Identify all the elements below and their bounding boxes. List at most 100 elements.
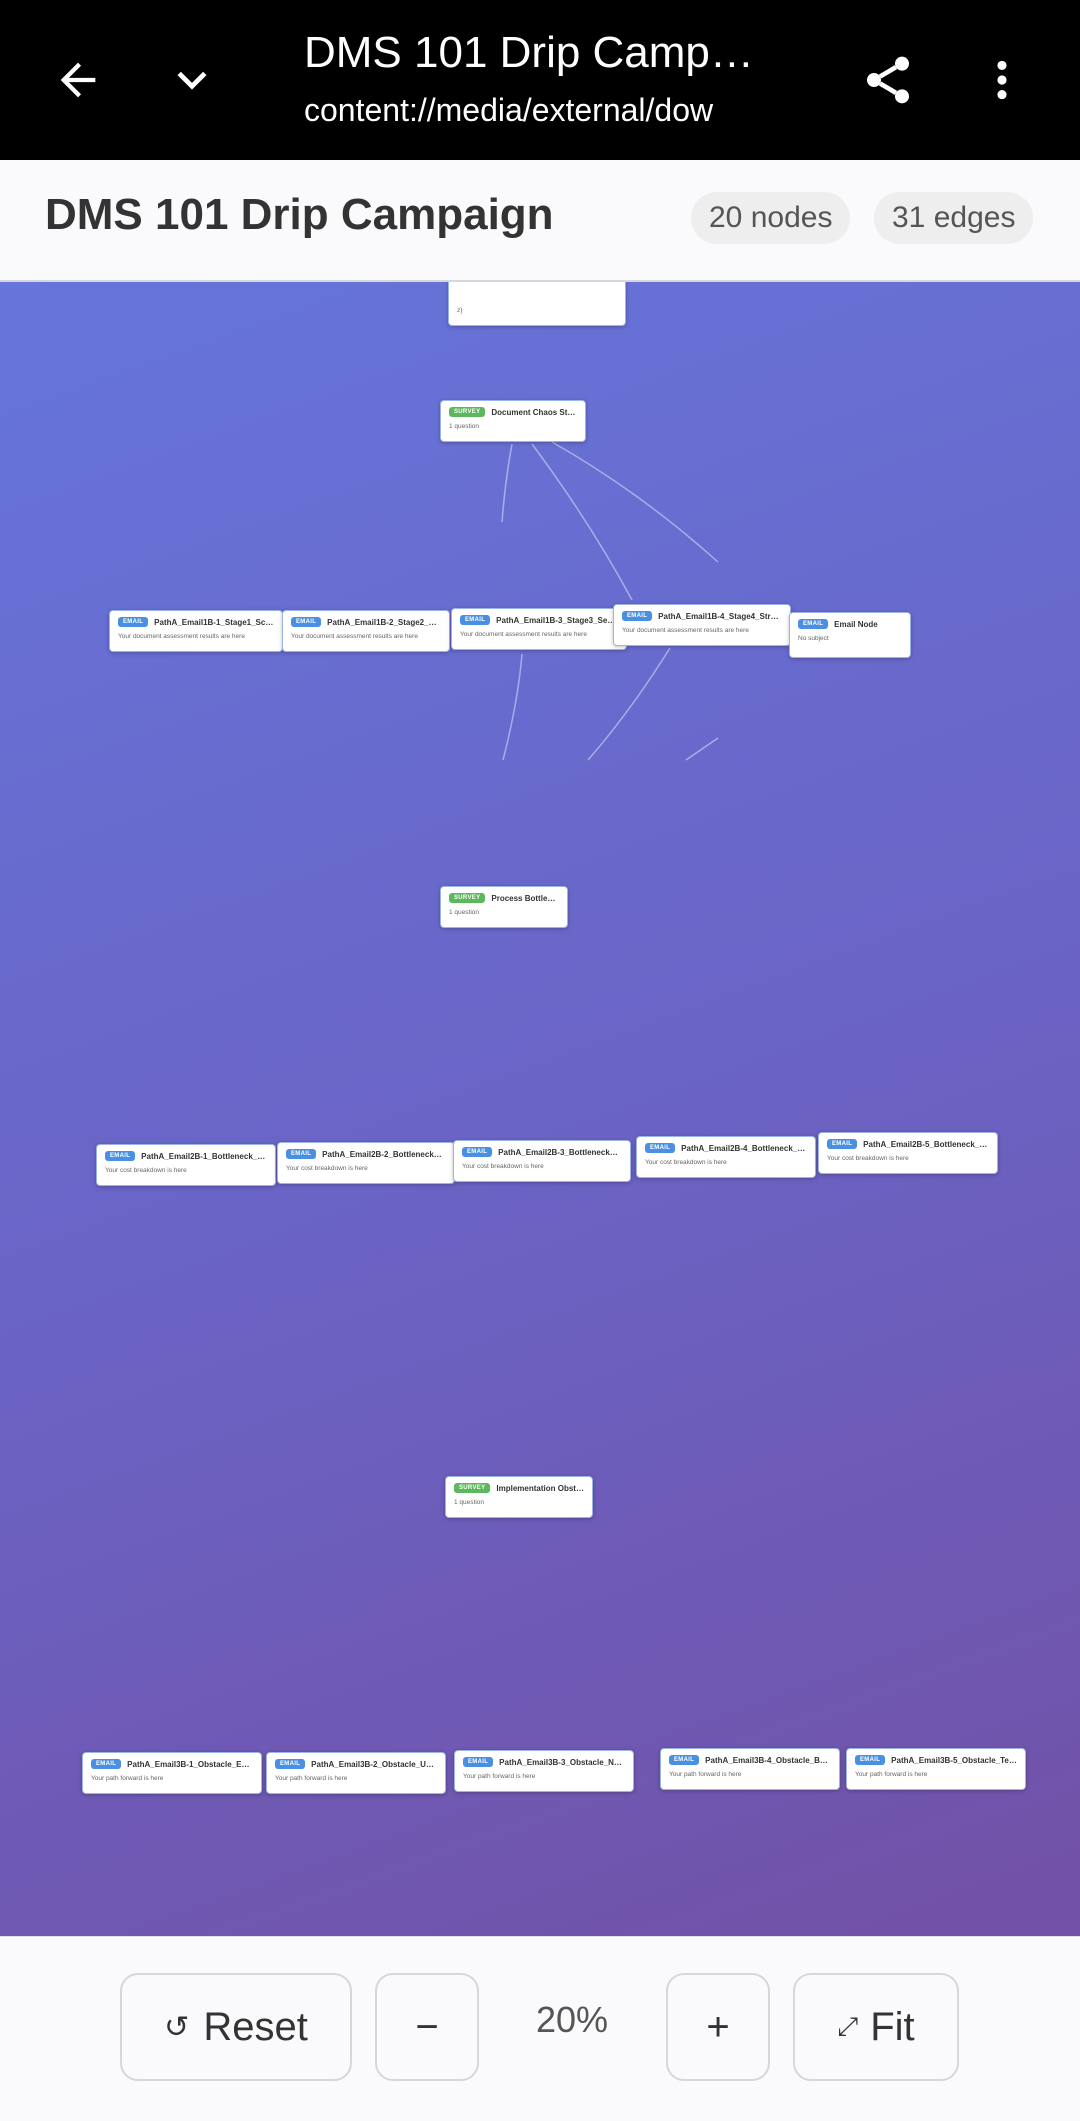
document-title: DMS 101 Drip Campaign [45,190,554,239]
edge [501,443,513,523]
flow-node-email[interactable]: EMAIL PathA_Email3B-1_Obstacle_Exec... Yo… [82,1752,262,1794]
flow-node-email[interactable]: EMAIL PathA_Email2B-4_Bottleneck_Ver... Y… [636,1136,816,1178]
node-type-badge: SURVEY [449,407,486,417]
node-type-badge: EMAIL [291,617,322,627]
flow-canvas[interactable]: z} SURVEY Document Chaos Stages 1 questi… [0,282,1080,1936]
node-label: Document Chaos Stages [491,407,577,417]
node-label: PathA_Email3B-2_Obstacle_User... [311,1759,437,1769]
edge [685,737,719,761]
reset-button[interactable]: ↺ Reset [120,1973,352,2081]
node-type-badge: SURVEY [449,893,486,903]
flow-node-email[interactable]: EMAIL Email Node No subject [789,612,911,658]
node-type-badge: EMAIL [462,1147,493,1157]
document-header: DMS 101 Drip Campaign 20 nodes 31 edges [0,160,1080,282]
node-type-badge: EMAIL [855,1755,886,1765]
flow-node-email[interactable]: EMAIL PathA_Email1B-2_Stage2_Siloed Your … [282,610,450,652]
reset-label: Reset [203,2004,308,2049]
node-type-badge: EMAIL [463,1757,494,1767]
flow-node-survey[interactable]: SURVEY Document Chaos Stages 1 question [440,400,586,442]
flow-node-email[interactable]: EMAIL PathA_Email3B-5_Obstacle_Tech... Yo… [846,1748,1026,1790]
node-subtitle: No subject [798,635,829,642]
node-label: PathA_Email1B-2_Stage2_Siloed [327,617,441,627]
chevron-down-icon [177,71,207,90]
node-type-badge: EMAIL [105,1151,136,1161]
node-subtitle: 1 question [454,1499,484,1506]
node-type-badge: EMAIL [798,619,829,629]
flow-node-survey[interactable]: SURVEY Process Bottleneck 1 question [440,886,568,928]
node-subtitle: Your path forward is here [855,1771,928,1778]
fit-icon: ⤢ [837,2011,859,2041]
node-label: PathA_Email1B-3_Stage3_Secure [496,615,618,625]
edge [531,443,633,601]
edge [587,647,671,761]
share-icon [867,56,909,104]
node-subtitle: 1 question [449,423,479,430]
flow-node-email[interactable]: EMAIL PathA_Email2B-1_Bottleneck_Se... Yo… [96,1144,276,1186]
node-subtitle: Your cost breakdown is here [105,1167,187,1174]
node-label: PathA_Email3B-1_Obstacle_Exec... [127,1759,253,1769]
edges-layer [501,441,719,761]
node-subtitle: Your document assessment results are her… [460,631,587,638]
edge [551,441,719,563]
node-type-badge: EMAIL [622,611,653,621]
fit-label: Fit [870,2004,915,2049]
node-subtitle: Your cost breakdown is here [827,1155,909,1162]
zoom-level: 20% [535,1999,609,2040]
zoom-toolbar: ↺ Reset − 20% + ⤢ Fit [0,1936,1080,2121]
back-arrow-icon [60,62,96,98]
node-subtitle: Your document assessment results are her… [291,633,418,640]
share-button[interactable] [848,40,928,120]
node-label: PathA_Email2B-5_Bottleneck_Co... [863,1139,989,1149]
node-label: Process Bottleneck [491,893,559,903]
fit-button[interactable]: ⤢ Fit [793,1973,959,2081]
app-bar-subtitle: content://media/external/dow [304,92,714,128]
node-label: PathA_Email2B-4_Bottleneck_Ver... [681,1143,807,1153]
node-subtitle: Your cost breakdown is here [462,1163,544,1170]
node-type-badge: EMAIL [91,1759,122,1769]
flow-node-email[interactable]: EMAIL PathA_Email1B-4_Stage4_Strea... You… [613,604,791,646]
node-type-badge: EMAIL [286,1149,317,1159]
node-subtitle: 1 question [449,909,479,916]
node-type-badge: EMAIL [827,1139,858,1149]
node-label: Email Node [834,619,878,629]
node-type-badge: EMAIL [118,617,149,627]
zoom-out-button[interactable]: − [375,1973,479,2081]
node-subtitle: Your path forward is here [669,1771,742,1778]
node-label: PathA_Email1B-4_Stage4_Strea... [658,611,782,621]
node-type-badge: EMAIL [645,1143,676,1153]
plus-icon: + [706,2004,730,2049]
more-options-button[interactable] [962,40,1042,120]
minus-icon: − [415,2004,439,2049]
node-type-badge: EMAIL [669,1755,700,1765]
more-vertical-icon [997,60,1007,100]
zoom-in-button[interactable]: + [666,1973,770,2081]
node-label: PathA_Email2B-2_Bottleneck_Ma... [322,1149,446,1159]
reset-icon: ↺ [164,2010,190,2044]
edge [502,653,523,761]
node-type-badge: EMAIL [275,1759,306,1769]
node-type-badge: EMAIL [460,615,491,625]
flow-node-email[interactable]: EMAIL PathA_Email1B-3_Stage3_Secure Your … [451,608,627,650]
node-subtitle: Your path forward is here [463,1773,536,1780]
flow-node-email[interactable]: EMAIL PathA_Email2B-5_Bottleneck_Co... Yo… [818,1132,998,1174]
node-label: PathA_Email2B-1_Bottleneck_Se... [141,1151,267,1161]
app-bar-title: DMS 101 Drip Campai... [304,28,774,77]
flow-node[interactable]: z} [448,282,626,326]
node-subtitle: Your document assessment results are her… [622,627,749,634]
flow-node-email[interactable]: EMAIL PathA_Email3B-2_Obstacle_User... Yo… [266,1752,446,1794]
edges-count-badge: 31 edges [874,192,1034,244]
node-subtitle: Your cost breakdown is here [645,1159,727,1166]
node-label: PathA_Email3B-5_Obstacle_Tech... [891,1755,1017,1765]
app-bar: DMS 101 Drip Campai... content://media/e… [0,0,1080,160]
collapse-button[interactable] [152,40,232,120]
node-subtitle: Your path forward is here [91,1775,164,1782]
node-subtitle: Your document assessment results are her… [118,633,245,640]
back-button[interactable] [38,40,118,120]
node-subtitle: Your path forward is here [275,1775,348,1782]
